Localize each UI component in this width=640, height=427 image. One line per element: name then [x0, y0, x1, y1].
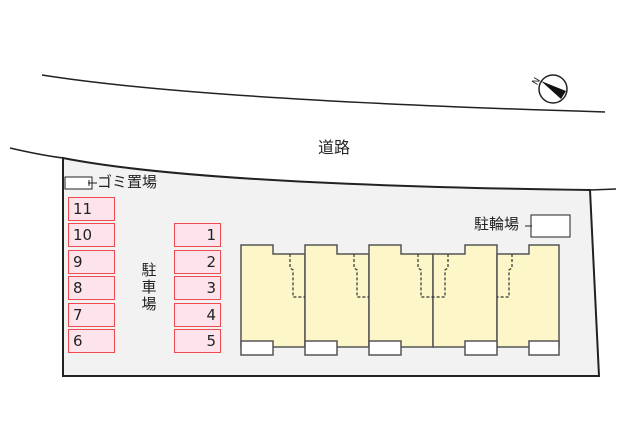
parking-stall-11: 11 [68, 197, 115, 221]
parking-stall-8: 8 [68, 276, 115, 300]
trash-area-label: ゴミ置場 [97, 173, 158, 191]
bicycle-parking-area [530, 214, 571, 238]
road-label: 道路 [318, 138, 351, 157]
parking-stall-7: 7 [68, 303, 115, 327]
svg-text:N: N [531, 76, 543, 87]
parking-stall-5: 5 [174, 329, 221, 353]
parking-stall-2: 2 [174, 250, 221, 274]
north-arrow-icon: N [531, 74, 568, 104]
parking-stall-3: 3 [174, 276, 221, 300]
building [240, 244, 560, 348]
road-edge-top [41, 74, 606, 113]
trash-area [64, 176, 93, 190]
parking-stall-4: 4 [174, 303, 221, 327]
parking-label: 駐車場 [141, 261, 157, 313]
parking-stall-10: 10 [68, 223, 115, 247]
parking-stall-9: 9 [68, 250, 115, 274]
parking-stall-1: 1 [174, 223, 221, 247]
bicycle-parking-label: 駐輪場 [474, 215, 520, 233]
parking-stall-6: 6 [68, 329, 115, 353]
